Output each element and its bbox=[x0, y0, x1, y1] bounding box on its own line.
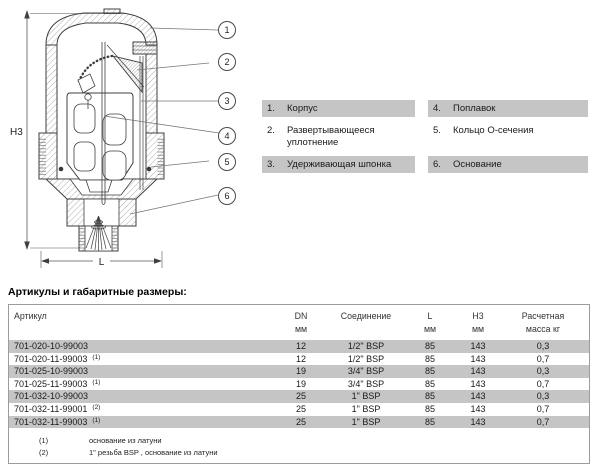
table-row: 701-032-11-99003(1) 25 1" BSP 85 143 0,7 bbox=[9, 415, 589, 429]
dimension-l: L bbox=[40, 251, 163, 268]
footnote-2-text: 1" резьба BSP , основание из латуни bbox=[89, 447, 218, 457]
callout-2: 2 bbox=[218, 53, 236, 71]
header-mass-unit: масса кг bbox=[525, 324, 561, 334]
header-h3-unit: мм bbox=[471, 324, 485, 334]
o-ring-right bbox=[146, 166, 152, 172]
table-row: 701-032-10-99003 25 1" BSP 85 143 0,3 bbox=[9, 390, 589, 403]
legend-item-4: 4. Поплавок bbox=[428, 100, 588, 117]
callout-5-number: 5 bbox=[224, 157, 229, 167]
legend-item-3-label: Удерживающая шпонка bbox=[287, 159, 392, 170]
legend-item-4-number: 4. bbox=[433, 103, 441, 114]
right-wall bbox=[145, 53, 158, 134]
leader-lines bbox=[103, 27, 220, 215]
footnote-1-text: основание из латуни bbox=[89, 436, 162, 446]
header-l-unit: мм bbox=[423, 324, 437, 334]
left-wall bbox=[45, 44, 58, 134]
legend-item-4-label: Поплавок bbox=[453, 103, 496, 114]
parts-legend: 1. Корпус 4. Поплавок 2. Развертывающеес… bbox=[262, 100, 590, 173]
callout-3-number: 3 bbox=[224, 96, 229, 106]
dimension-h3: H3 bbox=[10, 10, 126, 250]
footnote-2-marker: (2) bbox=[39, 447, 49, 457]
float bbox=[66, 92, 134, 193]
table-row: 701-025-10-99003 19 3/4" BSP 85 143 0,3 bbox=[9, 365, 589, 378]
strainer-cone bbox=[85, 215, 112, 251]
articles-table: Артикул DN Соединение L H3 Расчетная мм … bbox=[8, 304, 590, 465]
legend-item-6-label: Основание bbox=[453, 159, 502, 170]
legend-item-1-label: Корпус bbox=[287, 103, 318, 114]
callout-1: 1 bbox=[218, 21, 236, 39]
dimension-l-label: L bbox=[99, 257, 105, 268]
dimension-h3-label: H3 bbox=[10, 127, 23, 138]
callout-5: 5 bbox=[218, 153, 236, 171]
header-h3: H3 bbox=[472, 311, 484, 321]
table-footnotes: (1) основание из латуни (2) 1" резьба BS… bbox=[9, 435, 589, 458]
callout-4: 4 bbox=[218, 127, 236, 145]
legend-item-1-number: 1. bbox=[267, 103, 275, 114]
callout-6: 6 bbox=[218, 187, 236, 205]
footnote-1-marker: (1) bbox=[39, 436, 49, 446]
callout-4-number: 4 bbox=[224, 131, 229, 141]
legend-item-5-label: Кольцо О-сечения bbox=[453, 125, 534, 136]
callout-6-number: 6 bbox=[224, 191, 229, 201]
header-l: L bbox=[427, 311, 433, 321]
table-row: 701-025-11-99003(1) 19 3/4" BSP 85 143 0… bbox=[14, 378, 550, 389]
cap-dome bbox=[45, 12, 158, 46]
right-flange-thread bbox=[157, 137, 164, 176]
vent-outlet bbox=[132, 41, 158, 55]
valve-mechanism bbox=[77, 42, 145, 205]
legend-item-6-number: 6. bbox=[433, 159, 441, 170]
table-row: 701-020-10-99003 12 1/2" BSP 85 143 0,3 bbox=[9, 340, 589, 353]
o-ring-left bbox=[58, 166, 64, 172]
header-article: Артикул bbox=[14, 311, 47, 321]
header-mass: Расчетная bbox=[521, 311, 565, 321]
header-connection: Соединение bbox=[340, 311, 392, 321]
seal-block bbox=[111, 55, 143, 94]
valve-cross-section-drawing: 1 2 3 4 5 6 H3 bbox=[10, 8, 236, 268]
legend-item-3: 3. Удерживающая шпонка bbox=[262, 156, 415, 173]
legend-item-2: 2. Развертывающееся уплотнение bbox=[262, 122, 415, 151]
header-dn: DN bbox=[294, 311, 308, 321]
legend-item-2-label: Развертывающееся уплотнение bbox=[287, 125, 375, 148]
table-header: Артикул DN Соединение L H3 Расчетная мм … bbox=[9, 305, 589, 340]
legend-item-6: 6. Основание bbox=[428, 156, 588, 173]
legend-item-2-number: 2. bbox=[267, 125, 275, 136]
spring-beads bbox=[77, 54, 114, 83]
table-row: 701-020-11-99003(1) 12 1/2" BSP 85 143 0… bbox=[14, 353, 550, 364]
callout-3: 3 bbox=[218, 92, 236, 110]
left-flange-thread bbox=[39, 137, 46, 176]
legend-item-5-number: 5. bbox=[433, 125, 441, 136]
legend-item-3-number: 3. bbox=[267, 159, 275, 170]
callout-2-number: 2 bbox=[224, 57, 229, 67]
legend-item-1: 1. Корпус bbox=[262, 100, 415, 117]
callout-1-number: 1 bbox=[224, 25, 229, 35]
footnote-1: (1) основание из латуни bbox=[9, 435, 589, 447]
footnote-2: (2) 1" резьба BSP , основание из латуни bbox=[9, 447, 589, 459]
pivot-ball bbox=[84, 93, 92, 101]
section-title: Артикулы и габаритные размеры: bbox=[8, 286, 187, 298]
lever-plate bbox=[77, 73, 96, 94]
header-dn-unit: мм bbox=[294, 324, 308, 334]
legend-item-5: 5. Кольцо О-сечения bbox=[428, 122, 588, 139]
table-row: 701-032-11-99001(2) 25 1" BSP 85 143 0,7 bbox=[14, 403, 550, 414]
